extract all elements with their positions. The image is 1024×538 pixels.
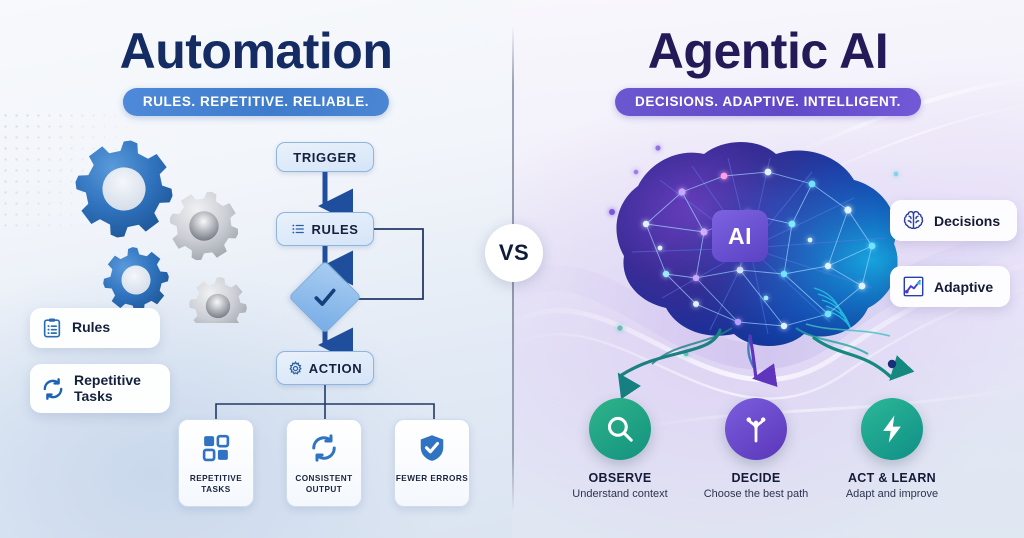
card-consistent-output[interactable]: CONSISTENT OUTPUT [286, 419, 362, 507]
brain-icon [902, 209, 925, 232]
step-decide-circle [725, 398, 787, 460]
shield-check-icon [417, 433, 447, 463]
lightning-bolt-icon [876, 413, 908, 445]
flow-node-trigger-label: TRIGGER [293, 149, 357, 165]
clipboard-list-icon [291, 222, 305, 236]
vs-badge-label: VS [498, 240, 530, 265]
badge-decisions[interactable]: Decisions [890, 200, 1018, 241]
card-consistent-output-title: CONSISTENT OUTPUT [295, 474, 353, 495]
refresh-cycle-icon [41, 377, 65, 401]
card-repetitive-tasks-title: REPETITIVE TASKS [189, 474, 243, 495]
gray-gear [162, 184, 246, 268]
ai-badge: AI [712, 210, 768, 262]
chip-rules-label: Rules [72, 319, 111, 336]
badge-decisions-label: Decisions [934, 212, 1001, 229]
step-act-subtitle: Adapt and improve [845, 488, 939, 500]
step-observe-title: OBSERVE [588, 471, 652, 485]
flow-node-action[interactable]: ACTION [276, 351, 374, 385]
flow-node-trigger[interactable]: TRIGGER [276, 142, 374, 172]
step-observe-circle [589, 398, 651, 460]
step-decide-subtitle: Choose the best path [703, 488, 809, 500]
small-gray-gear [186, 274, 250, 338]
chip-repetitive-tasks[interactable]: Repetitive Tasks [30, 364, 170, 414]
step-decide[interactable]: DECIDE Choose the best path [681, 398, 831, 500]
branch-fork-icon [740, 413, 772, 445]
grid-squares-icon [201, 433, 231, 463]
chip-rules[interactable]: Rules [30, 308, 160, 348]
gear-icon [288, 360, 303, 376]
automation-title: Automation [119, 23, 393, 79]
step-observe-subtitle: Understand context [572, 488, 668, 500]
magnifier-icon [604, 413, 636, 445]
flow-node-decision[interactable] [288, 260, 362, 334]
card-repetitive-tasks[interactable]: REPETITIVE TASKS [178, 419, 254, 507]
step-act-circle [861, 398, 923, 460]
agentic-ai-title: Agentic AI [647, 23, 889, 79]
step-act-title: ACT & LEARN [847, 471, 937, 485]
trending-chart-icon [902, 275, 925, 298]
badge-adaptive[interactable]: Adaptive [890, 266, 1011, 307]
flow-node-rules-label: RULES [311, 221, 359, 237]
clipboard-list-icon [41, 317, 63, 339]
badge-adaptive-label: Adaptive [934, 278, 994, 295]
gears-illustration [58, 128, 268, 338]
flow-node-rules[interactable]: RULES [276, 212, 374, 246]
large-blue-gear [68, 133, 180, 245]
ai-badge-label: AI [728, 222, 752, 249]
refresh-cycle-icon [309, 433, 339, 463]
card-fewer-errors-title: FEWER ERRORS [395, 474, 469, 483]
vs-badge: VS [485, 224, 543, 282]
flow-node-action-label: ACTION [308, 360, 363, 376]
check-icon [300, 272, 350, 322]
step-act-and-learn[interactable]: ACT & LEARN Adapt and improve [817, 398, 967, 500]
step-observe[interactable]: OBSERVE Understand context [545, 398, 695, 500]
step-decide-title: DECIDE [731, 471, 781, 485]
chip-repetitive-tasks-label: Repetitive Tasks [74, 372, 141, 404]
card-fewer-errors[interactable]: FEWER ERRORS [394, 419, 470, 507]
agentic-ai-tagline-pill: DECISIONS. ADAPTIVE. INTELLIGENT. [615, 88, 921, 116]
small-blue-gear [99, 243, 173, 317]
automation-tagline-pill: RULES. REPETITIVE. RELIABLE. [122, 88, 390, 116]
agentic-flow-arrows [617, 328, 915, 400]
